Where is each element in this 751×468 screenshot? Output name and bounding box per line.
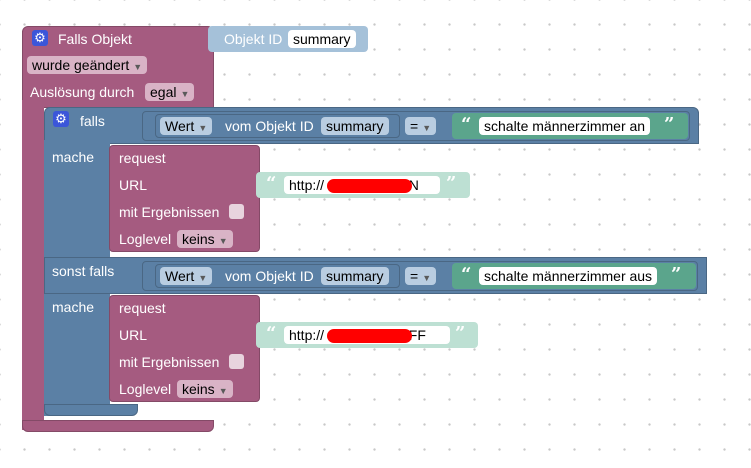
- else-if-label: sonst falls: [52, 263, 115, 279]
- string-field[interactable]: schalte männerzimmer an: [479, 117, 651, 135]
- redaction-mark: [327, 329, 412, 343]
- from-object-label: vom Objekt ID: [225, 118, 314, 134]
- from-object-label: vom Objekt ID: [225, 268, 314, 284]
- trigger-by-dropdown-label: egal: [150, 84, 177, 100]
- quote-mark-icon: “: [461, 264, 472, 285]
- operator-dropdown[interactable]: =▼: [405, 267, 437, 285]
- gear-icon[interactable]: ⚙: [32, 30, 48, 46]
- loglevel-dropdown[interactable]: keins▼: [177, 230, 233, 248]
- quote-mark-icon: “: [266, 323, 277, 344]
- with-results-checkbox[interactable]: [229, 204, 244, 219]
- loglevel-label: Loglevel: [119, 381, 172, 397]
- operator-label: =: [410, 118, 419, 134]
- quote-mark-icon: “: [266, 173, 277, 194]
- quote-mark-icon: ”: [671, 264, 682, 285]
- object-id-label: Objekt ID: [224, 31, 283, 47]
- gear-icon[interactable]: ⚙: [53, 111, 69, 127]
- with-results-label: mit Ergebnissen: [119, 204, 220, 220]
- object-id-dropdown[interactable]: summary: [321, 117, 389, 135]
- string-field[interactable]: schalte männerzimmer aus: [479, 267, 658, 285]
- value-dropdown-label: Wert: [165, 268, 195, 284]
- trigger-by-dropdown[interactable]: egal▼: [145, 83, 195, 101]
- value-dropdown[interactable]: Wert▼: [160, 267, 213, 285]
- event-block-footer: [22, 420, 214, 432]
- request-title: request: [119, 150, 166, 166]
- with-results-label: mit Ergebnissen: [119, 354, 220, 370]
- dropdown-arrow-icon: ▼: [198, 273, 208, 283]
- quote-mark-icon: “: [461, 114, 472, 135]
- do2-label: mache: [52, 299, 95, 315]
- url-prefix: http://: [289, 327, 325, 343]
- dropdown-arrow-icon: ▼: [218, 386, 228, 396]
- dropdown-arrow-icon: ▼: [133, 62, 143, 72]
- dropdown-arrow-icon: ▼: [180, 89, 190, 99]
- loglevel-dropdown-label: keins: [182, 231, 215, 247]
- request-title: request: [119, 300, 166, 316]
- event-title: Falls Objekt: [58, 31, 132, 47]
- url-prefix: http://: [289, 177, 325, 193]
- value-dropdown[interactable]: Wert▼: [160, 117, 213, 135]
- dropdown-arrow-icon: ▼: [422, 123, 432, 133]
- do-label: mache: [52, 149, 95, 165]
- quote-mark-icon: ”: [446, 173, 457, 194]
- object-id-field[interactable]: summary: [288, 30, 356, 48]
- if-block-footer: [44, 404, 138, 416]
- loglevel-dropdown-label: keins: [182, 381, 215, 397]
- dropdown-arrow-icon: ▼: [422, 273, 432, 283]
- quote-mark-icon: ”: [455, 323, 466, 344]
- trigger-dropdown[interactable]: wurde geändert▼: [27, 56, 148, 74]
- object-id-dropdown[interactable]: summary: [321, 267, 389, 285]
- loglevel-dropdown[interactable]: keins▼: [177, 380, 233, 398]
- url-label: URL: [119, 327, 148, 343]
- redaction-mark: [327, 179, 412, 193]
- loglevel-label: Loglevel: [119, 231, 172, 247]
- trigger-by-label: Auslösung durch: [30, 84, 135, 100]
- operator-label: =: [410, 268, 419, 284]
- url-label: URL: [119, 177, 148, 193]
- dropdown-arrow-icon: ▼: [218, 236, 228, 246]
- operator-dropdown[interactable]: =▼: [405, 117, 437, 135]
- dropdown-arrow-icon: ▼: [198, 123, 208, 133]
- if-label: falls: [80, 113, 105, 129]
- trigger-dropdown-label: wurde geändert: [32, 57, 130, 73]
- event-block-spine: [22, 100, 44, 430]
- quote-mark-icon: ”: [664, 114, 675, 135]
- value-dropdown-label: Wert: [165, 118, 195, 134]
- with-results-checkbox[interactable]: [229, 354, 244, 369]
